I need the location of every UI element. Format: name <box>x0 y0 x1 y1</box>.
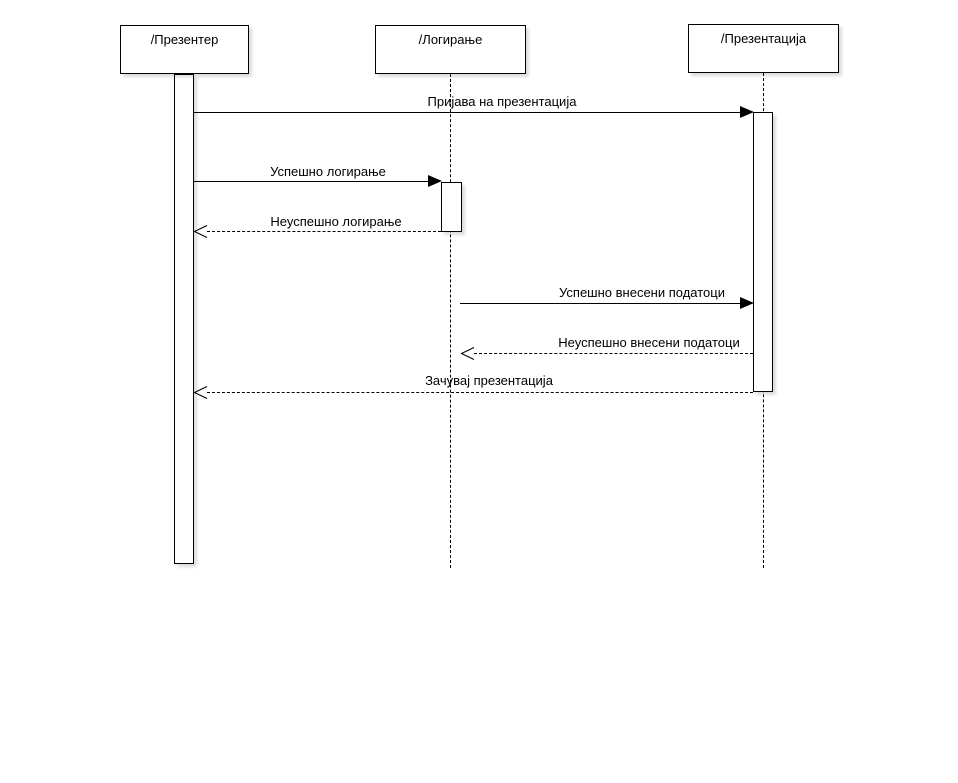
activation-bar-presentation <box>753 112 773 392</box>
lifeline-login <box>450 74 451 568</box>
actor-box-presenter: /Презентер <box>120 25 249 74</box>
message-line <box>194 181 429 182</box>
message-label: Неуспешно внесени податоци <box>558 335 740 350</box>
activation-bar-presenter <box>174 74 194 564</box>
actor-label: /Презентер <box>150 32 219 47</box>
message-label: Неуспешно логирање <box>270 214 402 229</box>
actor-box-presentation: /Презентација <box>688 24 839 73</box>
message-line <box>194 112 741 113</box>
open-arrowhead-icon <box>194 225 208 238</box>
activation-bar-login <box>441 182 462 232</box>
message-label: Пријава на презентација <box>427 94 577 109</box>
filled-arrowhead-icon <box>740 106 754 118</box>
message-line-return <box>474 353 753 354</box>
open-arrowhead-icon <box>461 347 475 360</box>
actor-box-login: /Логирање <box>375 25 526 74</box>
message-line-return <box>207 231 441 232</box>
filled-arrowhead-icon <box>428 175 442 187</box>
message-label: Зачувај презентација <box>425 373 553 388</box>
open-arrowhead-icon <box>194 386 208 399</box>
message-label: Успешно внесени податоци <box>559 285 725 300</box>
message-line <box>460 303 741 304</box>
message-label: Успешно логирање <box>270 164 386 179</box>
filled-arrowhead-icon <box>740 297 754 309</box>
message-line-return <box>207 392 753 393</box>
actor-label: /Логирање <box>418 32 483 47</box>
actor-label: /Презентација <box>720 31 807 46</box>
